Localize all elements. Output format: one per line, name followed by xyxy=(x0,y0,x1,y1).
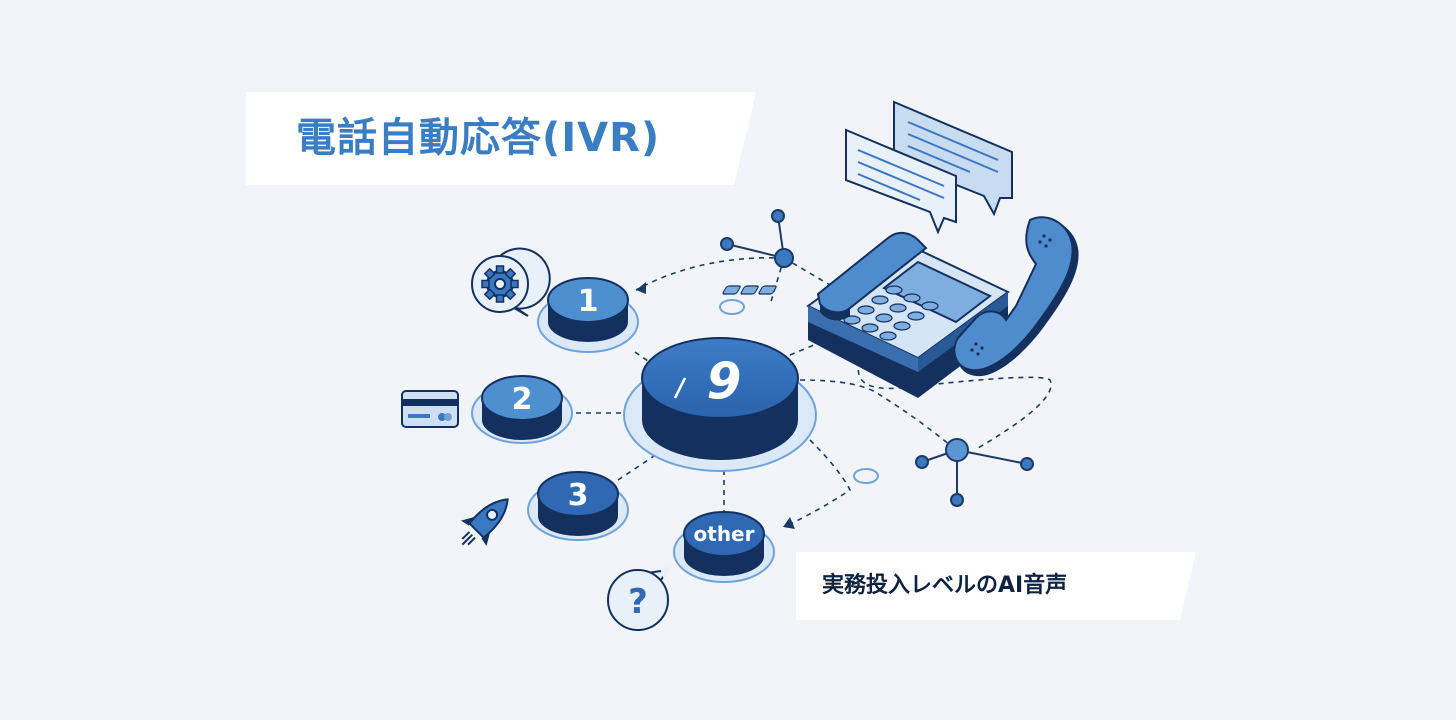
title-banner-shape xyxy=(246,92,756,185)
arrow-head xyxy=(783,517,795,529)
gear-icon xyxy=(471,247,551,317)
key-9 xyxy=(623,337,817,472)
key-2 xyxy=(471,375,573,444)
rocket-icon xyxy=(460,498,509,547)
key-other xyxy=(673,511,775,583)
title-banner: 電話自動応答(IVR) xyxy=(246,92,756,185)
key-9-label: 9 xyxy=(707,352,742,410)
dot xyxy=(719,299,745,315)
chat-bubbles-icon xyxy=(845,100,1013,235)
page-title: 電話自動応答(IVR) xyxy=(296,115,661,161)
subtitle: 実務投入レベルのAI音声 xyxy=(822,573,1068,598)
network-node-icon xyxy=(720,209,794,268)
key-other-label: other xyxy=(694,522,755,546)
key-2-label: 2 xyxy=(512,382,533,417)
dot xyxy=(853,468,879,484)
network-node-icon xyxy=(915,438,1034,507)
credit-card-icon xyxy=(401,390,459,428)
handset-icon xyxy=(953,216,1079,377)
key-3 xyxy=(527,471,629,541)
key-1-label: 1 xyxy=(578,284,599,319)
question-icon xyxy=(607,566,672,631)
key-3-label: 3 xyxy=(568,478,589,513)
subtitle-banner-shape xyxy=(796,552,1196,620)
question-mark: ? xyxy=(628,582,648,622)
subtitle-banner: 実務投入レベルのAI音声 xyxy=(796,552,1196,620)
arrow-head xyxy=(636,282,646,294)
key-9-slash xyxy=(673,377,687,399)
key-1 xyxy=(537,277,639,353)
